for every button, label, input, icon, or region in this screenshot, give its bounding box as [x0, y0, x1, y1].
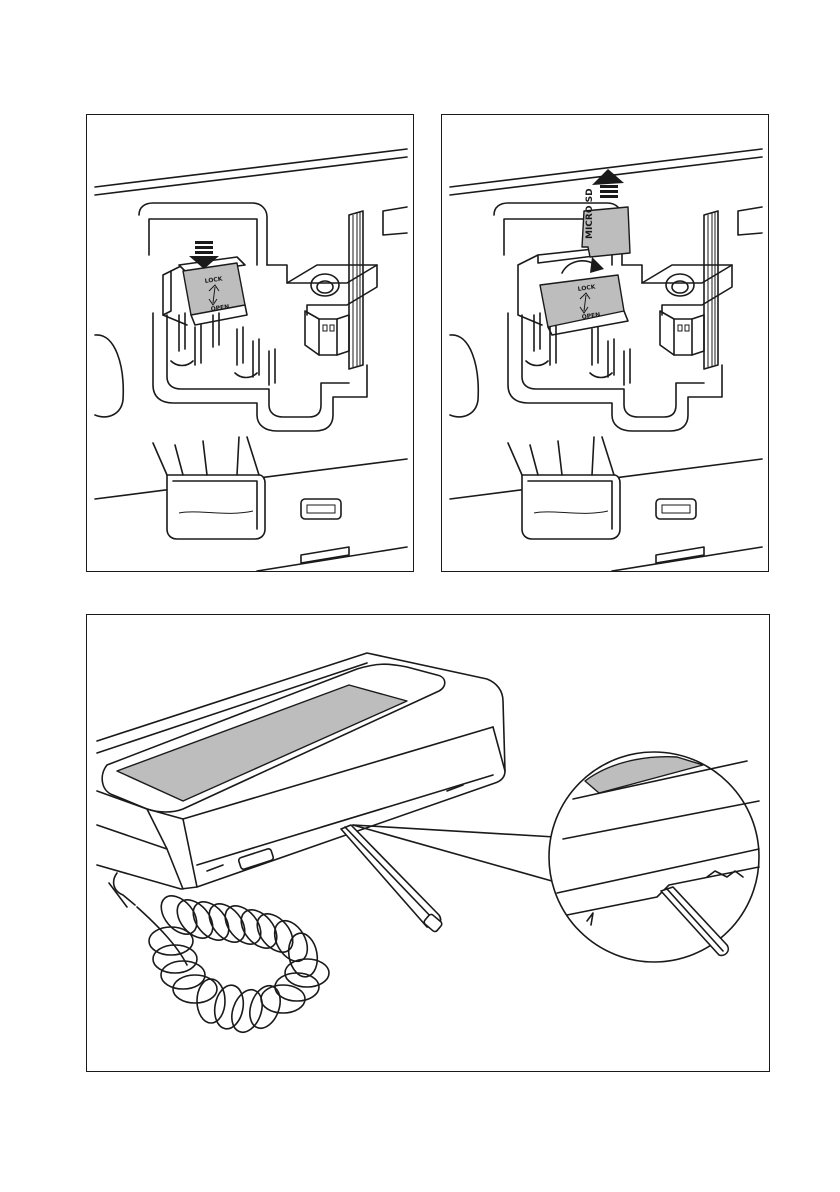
display-screen [117, 685, 407, 801]
coiled-cord [109, 873, 329, 1036]
arrow-up-icon [592, 169, 624, 198]
magnified-stylus-slot [549, 752, 759, 962]
micro-sd-label: MICRO SD [585, 188, 595, 239]
figure-stylus-slot [86, 614, 770, 1072]
figure-remove-card: LOCK OPEN MICRO SD [441, 114, 769, 572]
insert-card-illustration: LOCK OPEN [87, 115, 413, 571]
stylus-slot-illustration [87, 615, 769, 1071]
figure-insert-card: LOCK OPEN [86, 114, 414, 572]
remove-card-illustration: LOCK OPEN MICRO SD [442, 115, 768, 571]
